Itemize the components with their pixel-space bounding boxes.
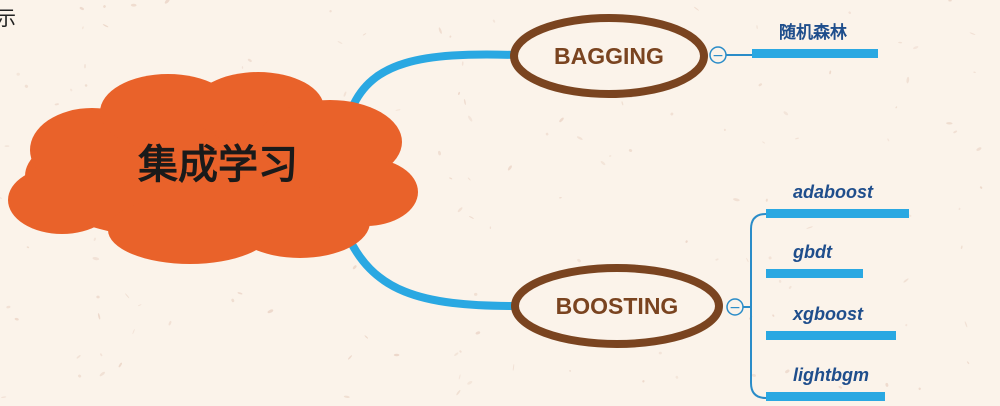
connector-center-to-boosting — [342, 228, 519, 310]
connector-center-to-bagging — [348, 50, 519, 112]
leaf-label: adaboost — [793, 182, 874, 202]
cloud-shape-icon — [8, 72, 418, 264]
leaf-underline — [766, 209, 909, 218]
central-topic-label: 集成学习 — [137, 142, 298, 188]
collapse-toggle-bagging[interactable]: − — [709, 46, 727, 64]
leaf-label: gbdt — [792, 242, 833, 262]
leaf-underline — [752, 49, 878, 58]
leaf-label: lightbgm — [793, 365, 869, 385]
leaf-label: xgboost — [792, 304, 864, 324]
leaf-gbdt[interactable]: gbdt — [766, 242, 863, 278]
leaf-underline — [766, 392, 885, 401]
clipped-text-fragment: 示 — [0, 6, 16, 30]
leaf-bracket-boosting — [750, 213, 767, 399]
leaf-suijisenlin[interactable]: 随机森林 — [752, 22, 878, 58]
branch-bagging-label: BAGGING — [554, 43, 664, 69]
leaf-underline — [766, 269, 863, 278]
branch-bagging[interactable]: BAGGING — [510, 14, 708, 98]
leaf-adaboost[interactable]: adaboost — [766, 182, 909, 218]
branch-boosting-label: BOOSTING — [556, 293, 679, 319]
leaf-lightbgm[interactable]: lightbgm — [766, 365, 885, 401]
collapse-symbol: − — [712, 48, 724, 64]
collapse-symbol: − — [729, 300, 741, 316]
branch-boosting-ellipse — [511, 264, 723, 348]
leaf-xgboost[interactable]: xgboost — [766, 304, 896, 340]
leaf-underline — [766, 331, 896, 340]
central-topic[interactable]: 集成学习 — [8, 72, 418, 264]
leaf-label: 随机森林 — [779, 22, 847, 43]
branch-boosting[interactable]: BOOSTING — [511, 264, 723, 348]
branch-bagging-ellipse — [510, 14, 708, 98]
background-speckles — [0, 0, 983, 399]
collapse-toggle-boosting[interactable]: − — [726, 298, 744, 316]
